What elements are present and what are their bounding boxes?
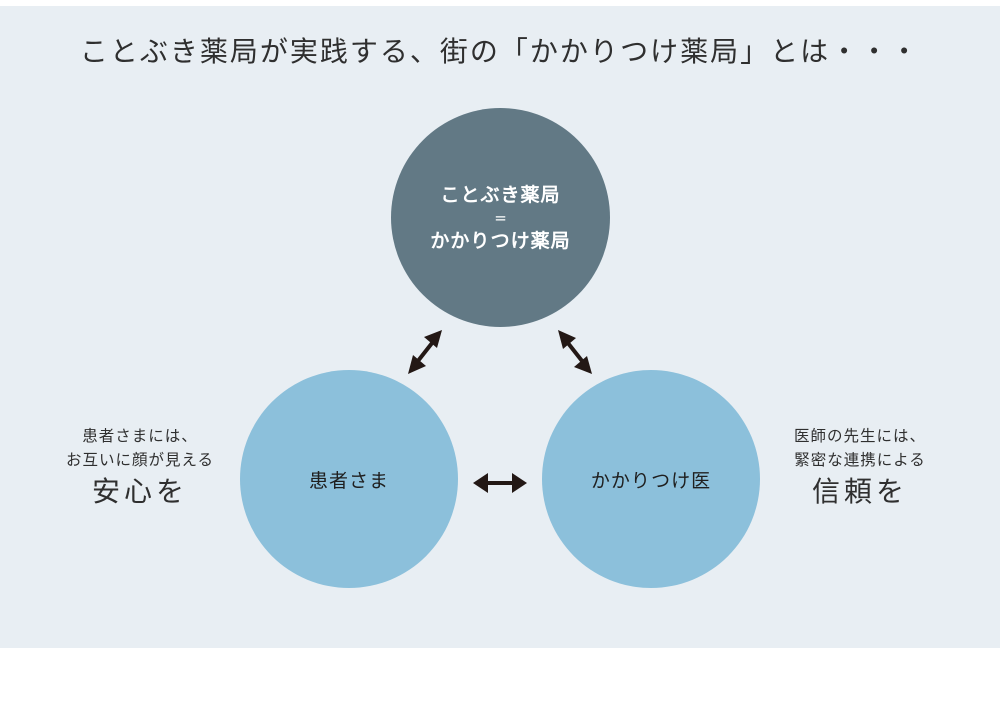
diagram-panel	[0, 6, 1000, 648]
patient-caption-emphasis: 安心を	[91, 475, 188, 508]
doctor-caption-line1: 医師の先生には、	[793, 427, 926, 445]
doctor-caption: 医師の先生には、 緊密な連携による 信頼を	[760, 424, 960, 512]
patient-caption-line2: お互いに顔が見える	[65, 451, 215, 469]
circle-kotobuki-pharmacy: ことぶき薬局 = かかりつけ薬局	[391, 108, 610, 327]
circle-family-doctor: かかりつけ医	[542, 370, 760, 588]
center-label-line1: ことぶき薬局	[440, 183, 561, 206]
double-arrow-icon	[558, 330, 592, 374]
doctor-label: かかりつけ医	[590, 469, 712, 492]
patient-label: 患者さま	[308, 469, 389, 492]
arrow-pharmacy-doctor	[558, 330, 592, 374]
arrow-pharmacy-patient	[408, 330, 442, 374]
double-arrow-icon	[408, 330, 442, 374]
headline: ことぶき薬局が実践する、街の「かかりつけ薬局」とは・・・	[79, 35, 921, 68]
arrow-patient-doctor	[473, 473, 527, 493]
doctor-caption-emphasis: 信頼を	[811, 475, 908, 508]
center-equals-sign: =	[494, 208, 507, 227]
circle-patient: 患者さま	[240, 370, 458, 588]
center-label-line2: かかりつけ薬局	[430, 229, 571, 252]
patient-caption-line1: 患者さまには、	[82, 427, 198, 445]
doctor-caption-line2: 緊密な連携による	[794, 451, 926, 469]
double-arrow-icon	[473, 473, 527, 493]
patient-caption: 患者さまには、 お互いに顔が見える 安心を	[40, 424, 240, 512]
